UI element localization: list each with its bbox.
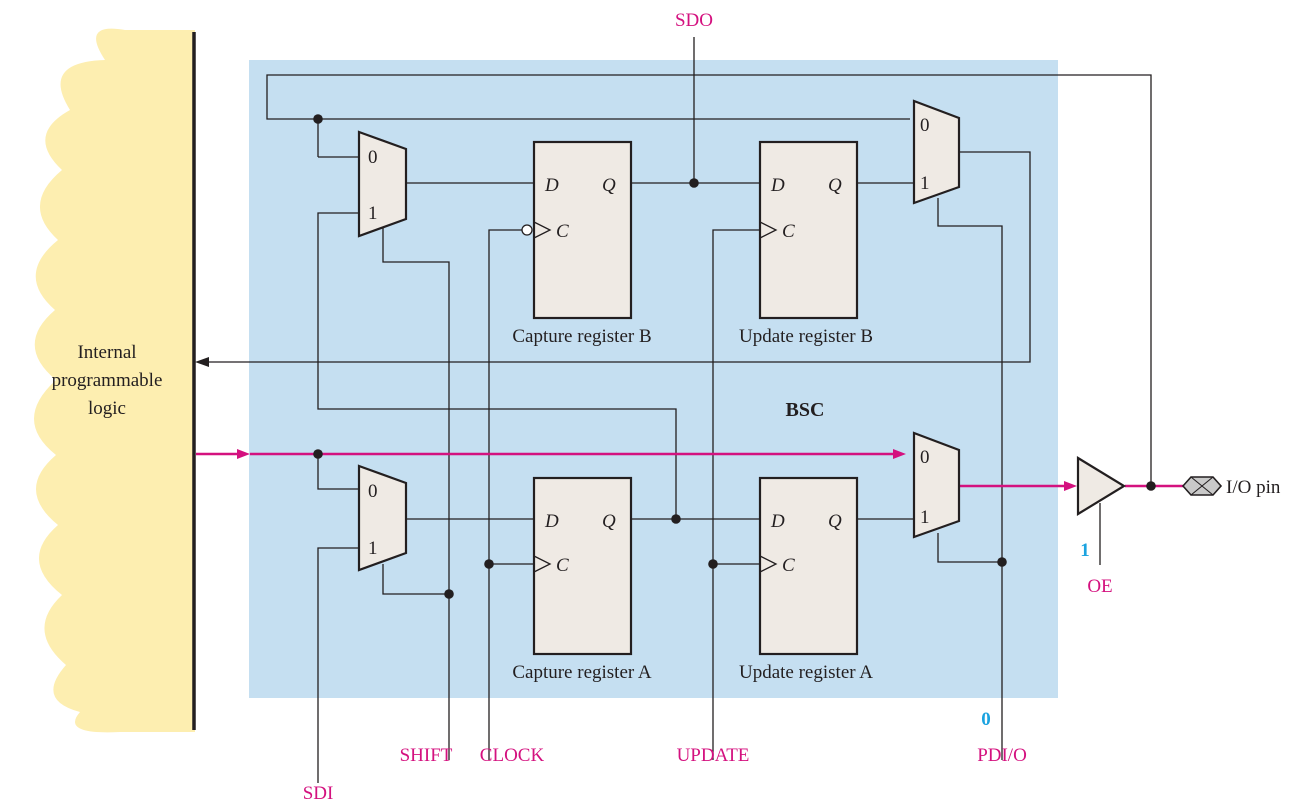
svg-text:D: D xyxy=(770,511,785,532)
svg-text:1: 1 xyxy=(368,203,378,224)
update-register-b-label: Update register B xyxy=(739,326,873,347)
capture-register-a: D Q C xyxy=(532,476,633,656)
core-label-line-1: Internal xyxy=(77,342,136,363)
core-label-line-3: logic xyxy=(88,398,126,419)
svg-text:1: 1 xyxy=(920,507,930,528)
svg-text:C: C xyxy=(556,221,569,242)
svg-text:0: 0 xyxy=(368,481,378,502)
pdio-label: PDI/O xyxy=(977,745,1027,766)
sdi-label: SDI xyxy=(303,783,334,801)
svg-text:D: D xyxy=(770,175,785,196)
capture-register-a-label: Capture register A xyxy=(512,662,652,683)
svg-text:C: C xyxy=(782,555,795,576)
junctions xyxy=(313,114,1156,599)
svg-text:0: 0 xyxy=(920,447,930,468)
svg-text:0: 0 xyxy=(368,147,378,168)
bsc-label: BSC xyxy=(786,399,825,421)
svg-text:Q: Q xyxy=(828,175,842,196)
svg-text:Q: Q xyxy=(602,511,616,532)
oe-value: 1 xyxy=(1080,540,1090,561)
data-path xyxy=(196,449,1183,491)
internal-logic-cloud xyxy=(34,28,196,733)
svg-text:Q: Q xyxy=(602,175,616,196)
io-pin-label: I/O pin xyxy=(1226,477,1281,498)
output-buffer xyxy=(1076,456,1127,516)
svg-text:C: C xyxy=(782,221,795,242)
update-label: UPDATE xyxy=(677,745,750,766)
svg-text:1: 1 xyxy=(368,538,378,559)
oe-label: OE xyxy=(1087,576,1112,597)
update-register-a-label: Update register A xyxy=(739,662,873,683)
svg-text:D: D xyxy=(544,511,559,532)
io-pin-icon xyxy=(1181,476,1223,496)
capture-register-b: D Q C xyxy=(521,140,633,320)
feedback-arrowhead xyxy=(195,357,209,367)
mux-lower-left: 0 1 xyxy=(357,464,408,572)
svg-text:Q: Q xyxy=(828,511,842,532)
update-register-b: D Q C xyxy=(758,140,859,320)
clock-label: CLOCK xyxy=(480,745,545,766)
mux-upper-right: 0 1 xyxy=(912,99,961,205)
svg-text:C: C xyxy=(556,555,569,576)
sdo-label: SDO xyxy=(675,10,713,31)
svg-text:D: D xyxy=(544,175,559,196)
svg-text:0: 0 xyxy=(920,115,930,136)
pdio-value: 0 xyxy=(981,709,991,730)
mux-upper-left: 0 1 xyxy=(357,130,408,238)
svg-text:1: 1 xyxy=(920,173,930,194)
update-register-a: D Q C xyxy=(758,476,859,656)
shift-label: SHIFT xyxy=(400,745,453,766)
core-label-line-2: programmable xyxy=(52,370,163,391)
mux-lower-right: 0 1 xyxy=(912,431,961,539)
capture-register-b-label: Capture register B xyxy=(512,326,651,347)
